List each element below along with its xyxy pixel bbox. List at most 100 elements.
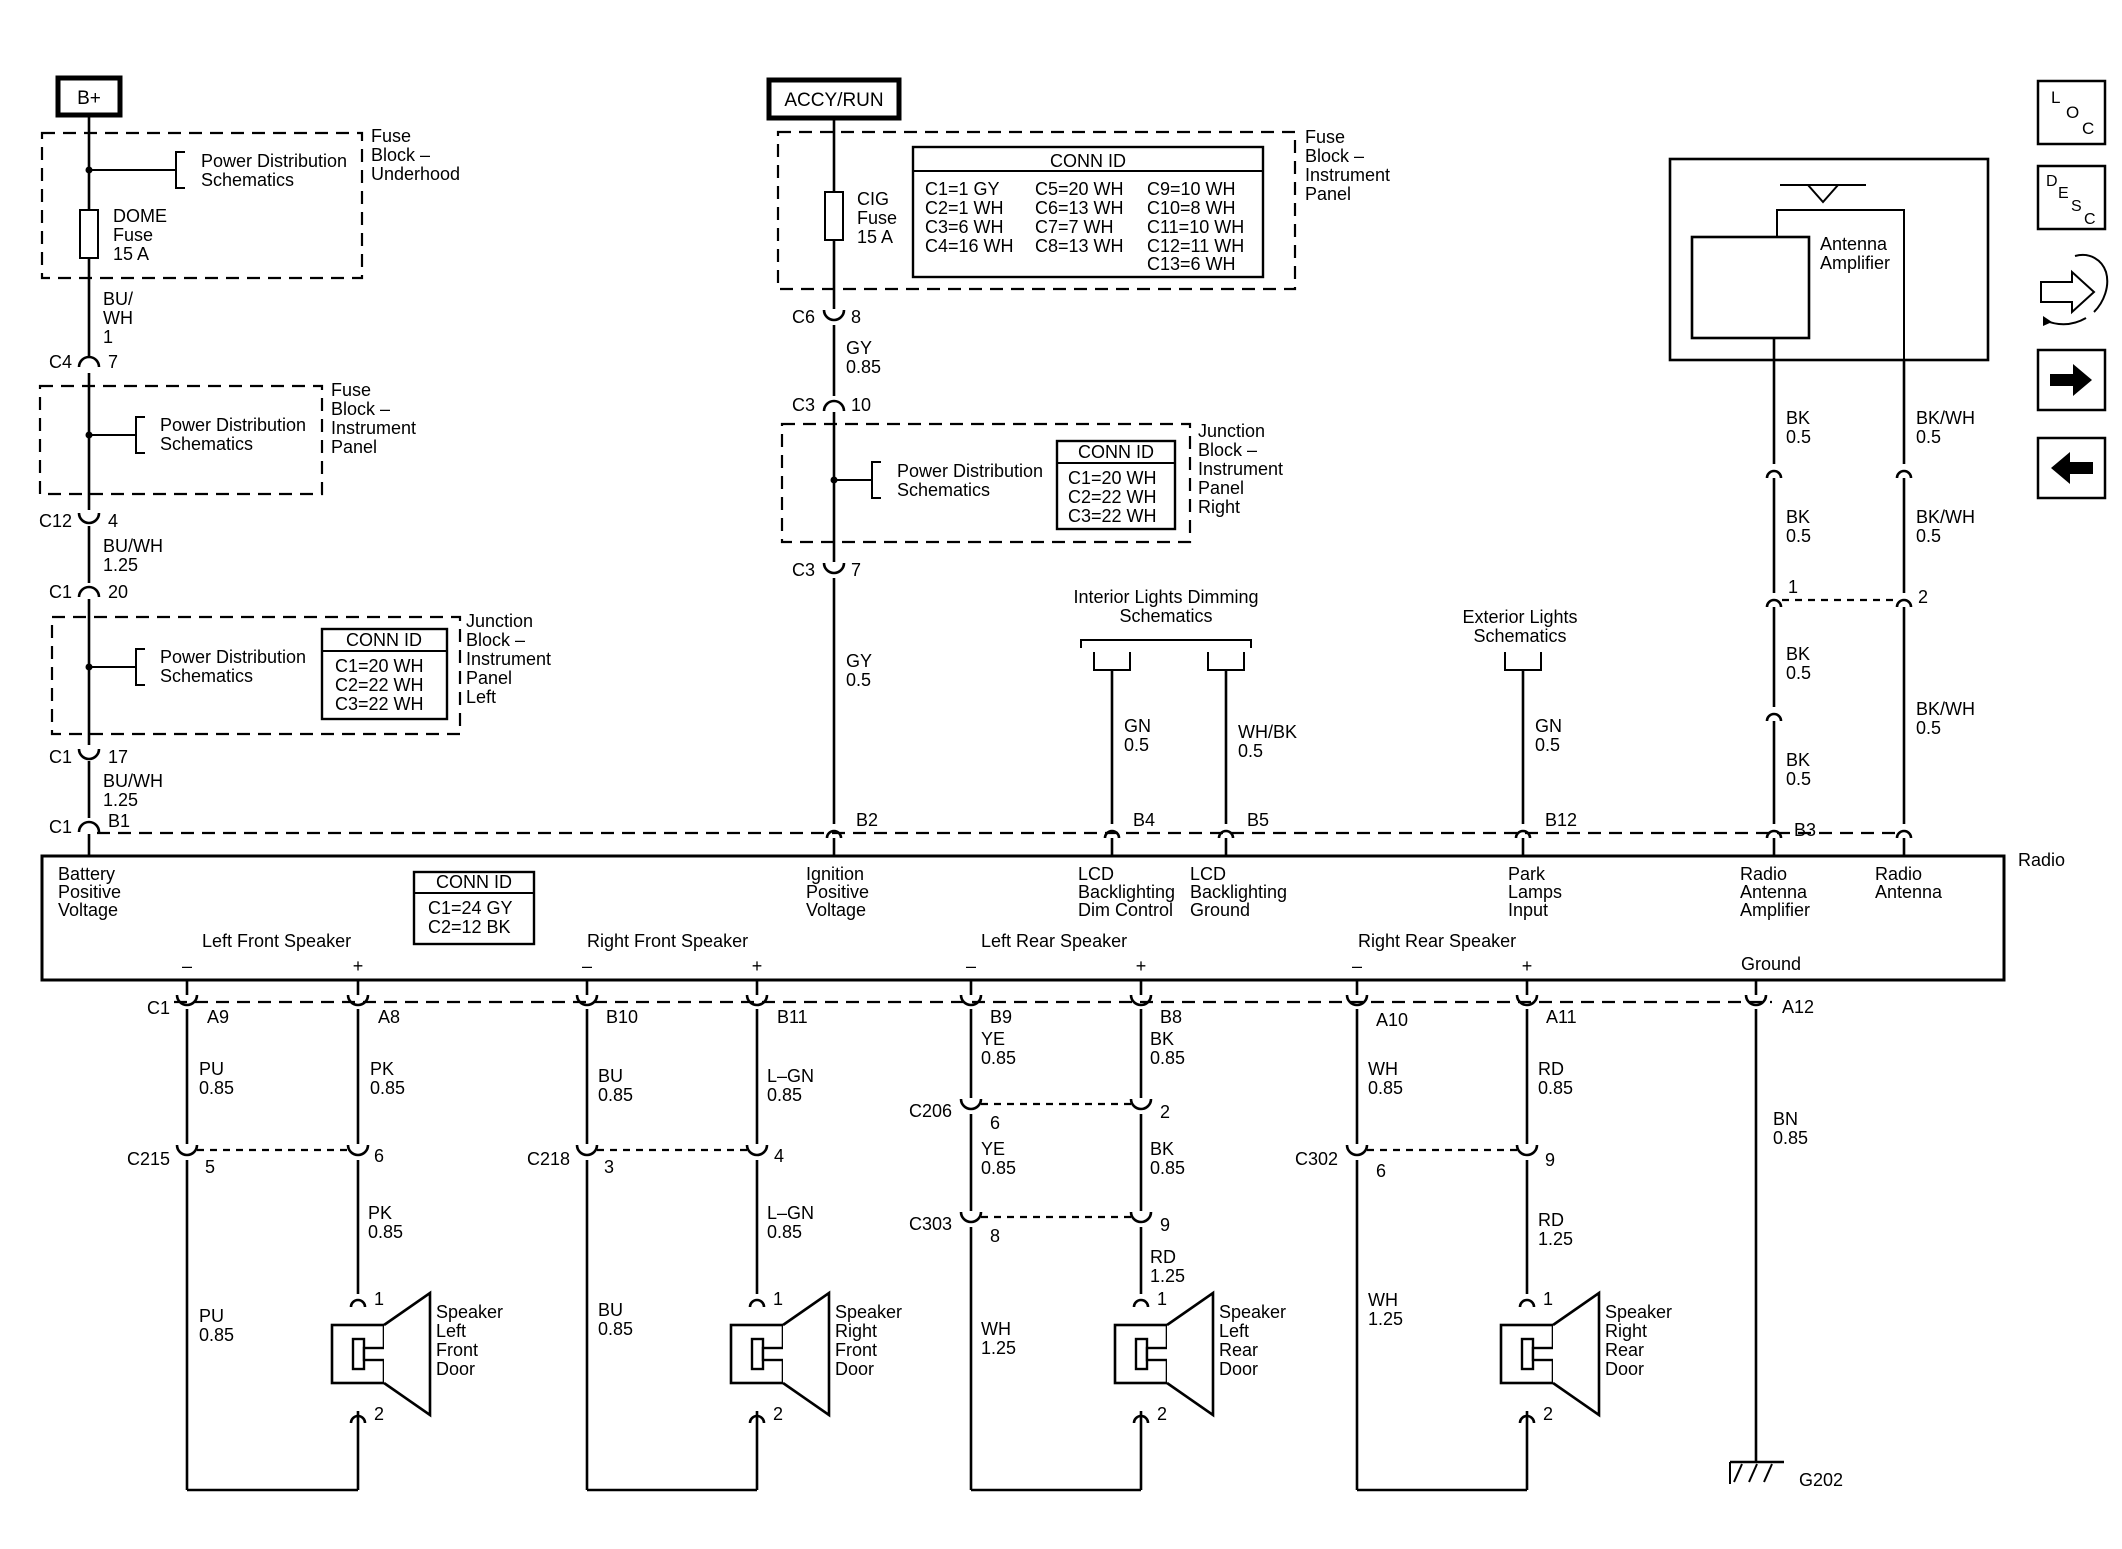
loc-letter-c: C [2082, 119, 2094, 138]
ipc-conn-c13: C13=6 WH [1147, 254, 1236, 274]
dome-fuse-1: DOME [113, 206, 167, 226]
pin-b4: B4 [1133, 810, 1155, 830]
wire-buwh-a-1: BU/ [103, 289, 133, 309]
rr-conn: C302 [1295, 1149, 1338, 1169]
lf-conn: C215 [127, 1149, 170, 1169]
lr-w1p-2: 0.85 [1150, 1048, 1185, 1068]
lr-label-2: Left [1219, 1321, 1249, 1341]
radio-ant-1: Radio [1875, 864, 1922, 884]
ipc-conn-c7: C7=7 WH [1035, 217, 1114, 237]
ipc-conn-c3: C3=6 WH [925, 217, 1004, 237]
cig-fuse-2: Fuse [857, 208, 897, 228]
ground-wire-1: BN [1773, 1109, 1798, 1129]
fuse-ipl-4: Panel [331, 437, 377, 457]
lr-pin-plus: B8 [1160, 1007, 1182, 1027]
ipc-conn-c2: C2=1 WH [925, 198, 1004, 218]
wire-bk-3a: BK [1786, 644, 1810, 664]
ipc-conn-title: CONN ID [1050, 151, 1126, 171]
lf-spk-pin2: 2 [374, 1404, 384, 1424]
wire-bk-3b: 0.5 [1786, 663, 1811, 683]
rr-w1m-2: 0.85 [1368, 1078, 1403, 1098]
lr-spk-pin2: 2 [1157, 1404, 1167, 1424]
pds-jbl-1: Power Distribution [160, 647, 306, 667]
ipc-name-2: Block – [1305, 146, 1364, 166]
lr-conn2-m: 8 [990, 1226, 1000, 1246]
jbr-name-2: Block – [1198, 440, 1257, 460]
wire-gn-ext-2: 0.5 [1535, 735, 1560, 755]
conn-c1a-pin: 20 [108, 582, 128, 602]
wire-gn-dim-2: 0.5 [1124, 735, 1149, 755]
back-arrow-icon [2051, 452, 2093, 484]
rr-label-3: Rear [1605, 1340, 1644, 1360]
loc-letter-o: O [2066, 103, 2079, 122]
wire-whbk-2: 0.5 [1238, 741, 1263, 761]
radio-batt-2: Positive [58, 882, 121, 902]
jbl-name-2: Block – [466, 630, 525, 650]
ipc-conn-c4: C4=16 WH [925, 236, 1014, 256]
wire-buwh-c-2: 1.25 [103, 790, 138, 810]
bplus-label: B+ [77, 88, 101, 109]
jbl-conn-title: CONN ID [346, 630, 422, 650]
wire-gy-a-1: GY [846, 338, 872, 358]
antenna-amp-2: Amplifier [1820, 253, 1890, 273]
radio-antamp-1: Radio [1740, 864, 1787, 884]
lr-w3p-1: RD [1150, 1247, 1176, 1267]
rf-w2m-2: 0.85 [598, 1319, 633, 1339]
rr-w1p-2: 0.85 [1538, 1078, 1573, 1098]
forward-arrow-button[interactable] [2036, 348, 2107, 412]
rr-label-2: Right [1605, 1321, 1647, 1341]
lf-conn-c1: C1 [147, 998, 170, 1018]
connector-handshake-icon[interactable] [2040, 254, 2109, 326]
location-button[interactable]: L O C [2036, 79, 2107, 146]
antenna-amp-1: Antenna [1820, 234, 1888, 254]
wire-buwh-c-1: BU/WH [103, 771, 163, 791]
rf-w1p-2: 0.85 [767, 1085, 802, 1105]
description-button[interactable]: D E S C [2036, 164, 2107, 231]
fuse-ipl-2: Block – [331, 399, 390, 419]
conn-c12-pin: 4 [108, 511, 118, 531]
jbl-name-4: Panel [466, 668, 512, 688]
wire-bkwh-1a: BK/WH [1916, 408, 1975, 428]
rr-w1p-1: RD [1538, 1059, 1564, 1079]
wire-bkwh-1b: 0.5 [1916, 427, 1941, 447]
radio-ant-2: Antenna [1875, 882, 1943, 902]
desc-letter-d: D [2046, 173, 2058, 190]
conn-c1a-name: C1 [49, 582, 72, 602]
rr-w2m-1: WH [1368, 1290, 1398, 1310]
lr-w1m-1: YE [981, 1029, 1005, 1049]
conn-c4-pin: 7 [108, 352, 118, 372]
lr-label-3: Rear [1219, 1340, 1258, 1360]
rr-conn-p: 9 [1545, 1150, 1555, 1170]
lf-w1m-1: PU [199, 1059, 224, 1079]
pin-b2: B2 [856, 810, 878, 830]
rf-spk-pin2: 2 [773, 1404, 783, 1424]
lf-w2m-2: 0.85 [199, 1325, 234, 1345]
dome-fuse-3: 15 A [113, 244, 149, 264]
pds-jbl-2: Schematics [160, 666, 253, 686]
jbl-name-5: Left [466, 687, 496, 707]
pds-jbr-2: Schematics [897, 480, 990, 500]
lr-conn2: C303 [909, 1214, 952, 1234]
lf-label-3: Front [436, 1340, 478, 1360]
pds-uh-1: Power Distribution [201, 151, 347, 171]
wire-bkwh-3b: 0.5 [1916, 718, 1941, 738]
lr-w2p-2: 0.85 [1150, 1158, 1185, 1178]
radio-park-3: Input [1508, 900, 1548, 920]
rf-w1m-2: 0.85 [598, 1085, 633, 1105]
conn-c1c-pin: B1 [108, 811, 130, 831]
lr-conn2-p: 9 [1160, 1215, 1170, 1235]
wire-buwh-a-2: WH [103, 308, 133, 328]
radio-ign-2: Positive [806, 882, 869, 902]
wire-bk-1b: 0.5 [1786, 427, 1811, 447]
conn-c12-name: C12 [39, 511, 72, 531]
lf-w2m-1: PU [199, 1306, 224, 1326]
fuse-ipl-1: Fuse [331, 380, 371, 400]
wire-gn-ext-1: GN [1535, 716, 1562, 736]
rr-label-1: Speaker [1605, 1302, 1672, 1322]
conn-c3b-pin: 7 [851, 560, 861, 580]
jbr-conn-title: CONN ID [1078, 442, 1154, 462]
pds-jbr-1: Power Distribution [897, 461, 1043, 481]
jbl-conn-3: C3=22 WH [335, 694, 424, 714]
back-arrow-button[interactable] [2036, 436, 2107, 500]
